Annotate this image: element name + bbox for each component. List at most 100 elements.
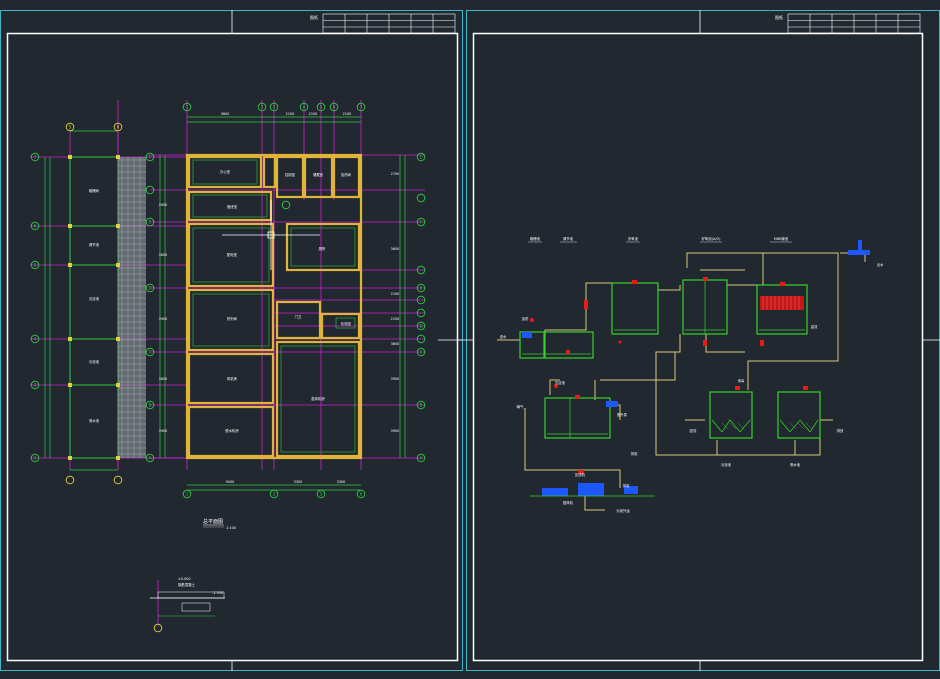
svg-text:2100: 2100	[343, 112, 352, 116]
section-detail[interactable]: ±0.000 钢筋混凝土 -1.500	[150, 577, 225, 632]
room-label: 鼓风机房	[311, 396, 325, 401]
pump-sed[interactable]	[606, 401, 618, 407]
label-overflow: 溢流	[811, 324, 818, 329]
label-mbr: MBR膜池	[774, 236, 789, 241]
cad-cursor-crosshair	[222, 200, 320, 270]
strip-room-label: 污泥池	[89, 359, 100, 364]
pump-dosing[interactable]	[848, 250, 870, 255]
label-air: 曝气	[517, 404, 524, 409]
svg-text:3900: 3900	[159, 429, 168, 433]
svg-text:2100: 2100	[286, 112, 295, 116]
axis-left-C: C	[149, 350, 152, 355]
mbr-membrane-module	[760, 296, 804, 310]
strip-room-label: 格栅间	[89, 188, 100, 193]
room-label: 配电室	[227, 252, 238, 257]
svg-text:3600: 3600	[221, 112, 230, 116]
plan-scale: 1:100	[226, 526, 236, 530]
svg-text:3900: 3900	[391, 429, 400, 433]
axis-top-6: 6	[333, 105, 336, 110]
axis-left-A: A	[149, 456, 152, 461]
strip-room-label: 沉淀池	[89, 296, 100, 301]
svg-text:2100: 2100	[309, 112, 318, 116]
label-disinfect: 消毒	[738, 378, 745, 383]
room-label: 厕所	[319, 246, 326, 251]
left-title-block-label: 图纸	[310, 14, 318, 20]
strip-axis-4: 4	[34, 337, 37, 342]
label-pump: 提升泵	[617, 412, 628, 417]
svg-text:2100: 2100	[391, 292, 400, 296]
label-anaerobic: 厌氧池	[628, 236, 639, 241]
room-label: 办公室	[220, 169, 231, 174]
tank-sedimentation[interactable]	[545, 398, 610, 438]
room-label: 风机房	[227, 376, 238, 381]
axis-top-1: 1	[186, 105, 189, 110]
tank-sludge[interactable]	[710, 392, 752, 438]
svg-text:2100: 2100	[391, 317, 400, 321]
axis-right-B: B	[420, 403, 423, 408]
axis-left-D: D	[148, 286, 151, 291]
axis-bottom-4: 6	[360, 492, 363, 497]
room-label: 化验室	[341, 321, 352, 326]
dimension-values: 3600 2100 2100 2100 9000 3300 3300 3900 …	[159, 112, 400, 484]
room-label: 加药间	[341, 172, 352, 177]
axis-top-5: 5	[320, 105, 323, 110]
svg-text:3600: 3600	[159, 253, 168, 257]
label-sludge-out: 污泥外运	[616, 508, 630, 513]
room-label: 值班室	[227, 204, 238, 209]
axis-top-2: 2	[261, 105, 264, 110]
strip-axis-top-6: 6	[117, 125, 120, 130]
axis-right-D: D	[419, 324, 422, 329]
label-adjust: 调节池	[563, 236, 574, 241]
detail-label: 钢筋混凝土	[178, 582, 196, 587]
svg-text:3900: 3900	[391, 377, 400, 381]
detail-label: -1.500	[212, 591, 223, 595]
svg-text:3900: 3900	[159, 203, 168, 207]
svg-text:3300: 3300	[337, 480, 346, 484]
strip-room-label: 调节池	[89, 242, 100, 247]
pump-inlet[interactable]	[522, 332, 532, 338]
plan-title-group: 总平面图 1:100	[203, 518, 236, 530]
room-label: 药剂间	[227, 316, 238, 321]
label-inlet: 进水	[500, 334, 507, 339]
strip-axis-top-5: 5	[69, 125, 72, 130]
svg-text:3600: 3600	[391, 247, 400, 251]
tank-clear[interactable]	[778, 392, 820, 438]
strip-axis-6: 6	[34, 224, 37, 229]
floor-plan[interactable]: 1 2 3 4 5 6 7 1 3 5 6 F E D C B A G F E …	[30, 100, 425, 632]
blower-unit[interactable]	[542, 488, 568, 496]
strip-axis-7: 7	[34, 155, 37, 160]
label-mud1: 排泥	[623, 483, 630, 488]
label-mud2: 排泥	[631, 451, 638, 456]
process-pumps[interactable]	[522, 240, 870, 496]
axis-right-A: A	[420, 456, 423, 461]
svg-text:2700: 2700	[391, 172, 400, 176]
label-discharge: 排放	[837, 428, 844, 433]
axis-top-3: 3	[273, 105, 276, 110]
label-grid-tank: 格栅池	[530, 236, 541, 241]
strip-room-label: 清水池	[89, 418, 100, 423]
sludge-hatch	[714, 423, 812, 429]
strip-axis-3: 3	[34, 383, 37, 388]
axis-bottom-3: 5	[320, 492, 323, 497]
axis-bottom-1: 1	[186, 492, 189, 497]
axis-left-B: B	[149, 403, 152, 408]
room-label: 门卫	[295, 314, 302, 319]
process-labels: 进水 格栅池 调节池 厌氧池 好氧池(A/O) MBR膜池 沉淀池 污泥池 清水…	[500, 236, 884, 513]
axis-bottom-2: 3	[273, 492, 276, 497]
svg-text:3600: 3600	[159, 377, 168, 381]
label-aerobic: 好氧池(A/O)	[702, 236, 722, 241]
detail-label: ±0.000	[178, 577, 191, 581]
right-title-block-label: 图纸	[775, 14, 783, 20]
label-reflux: 回流	[690, 428, 697, 433]
left-strip-building[interactable]	[68, 155, 146, 460]
right-title-block[interactable]: 图纸	[775, 14, 920, 33]
tank-adjust[interactable]	[612, 283, 658, 334]
process-flow-diagram[interactable]: 进水 格栅池 调节池 厌氧池 好氧池(A/O) MBR膜池 沉淀池 污泥池 清水…	[497, 236, 884, 513]
label-dosing: 加药	[522, 316, 529, 321]
left-title-block[interactable]: 图纸	[310, 14, 455, 33]
process-pipes	[497, 253, 865, 510]
dosing-icon	[858, 240, 862, 250]
axis-top-7: 7	[360, 105, 363, 110]
